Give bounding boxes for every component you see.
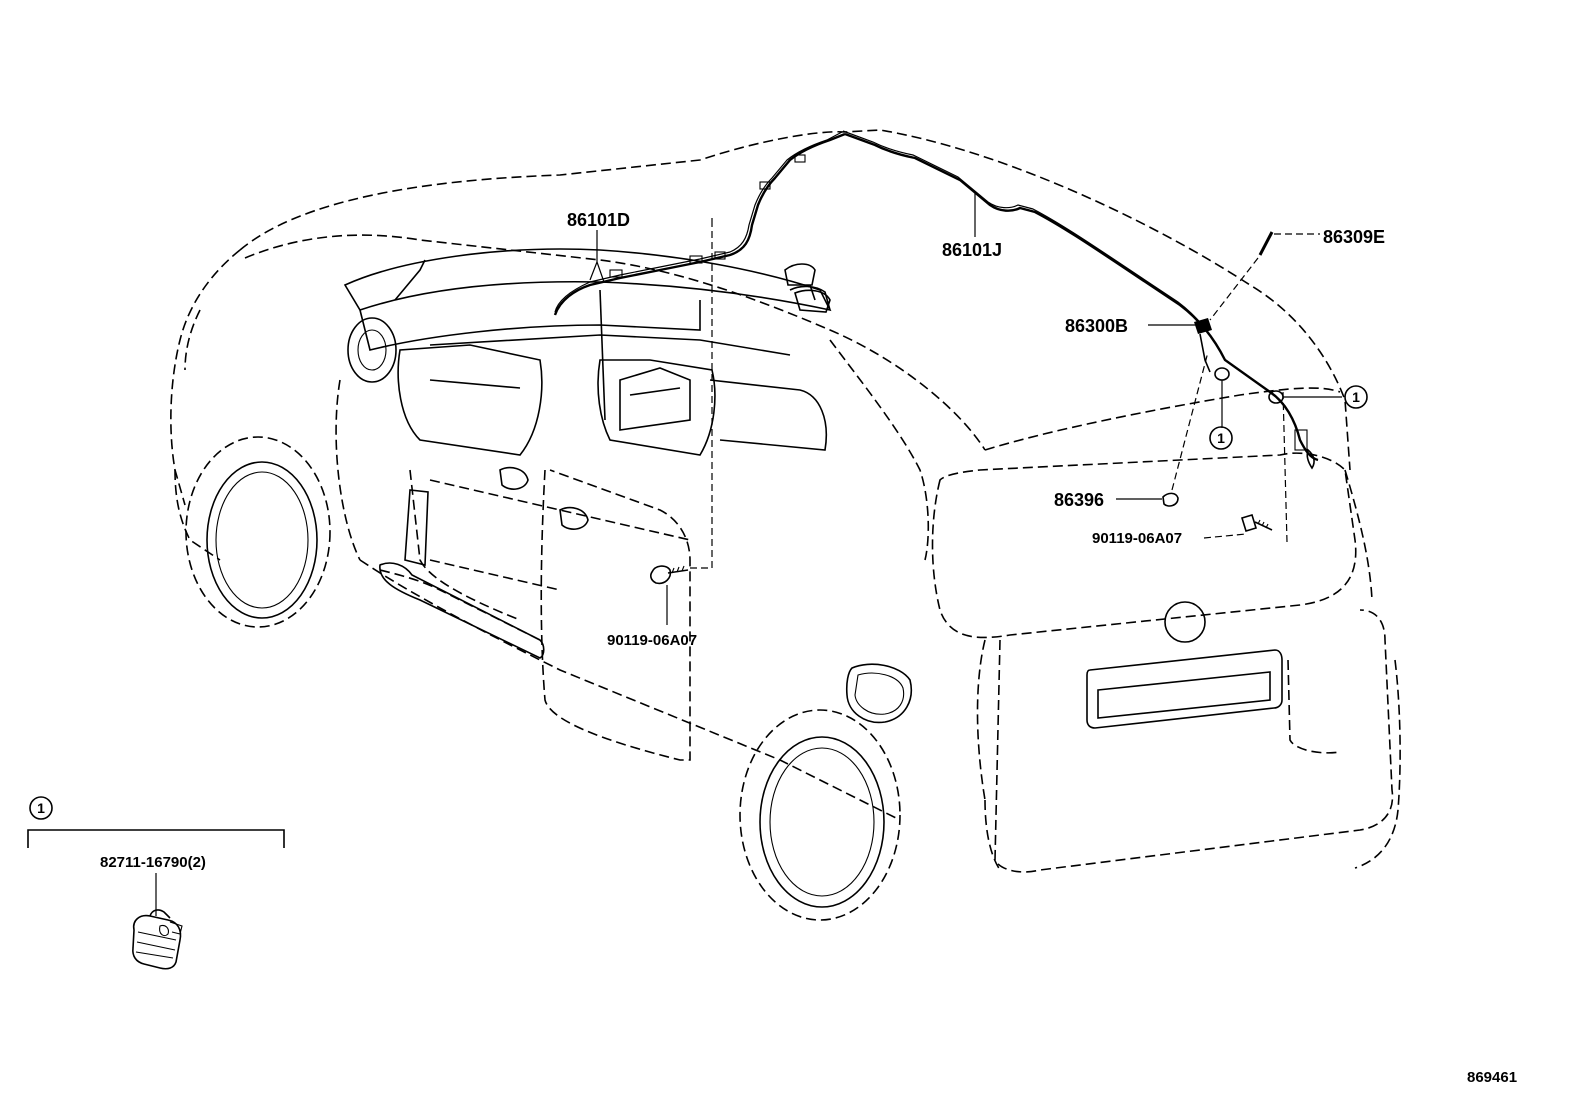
part-labels: 86101D 86101J 86309E 86300B 86396 90119-… — [567, 210, 1385, 649]
bolt-front-90119 — [650, 215, 713, 585]
part-label-86396: 86396 — [1054, 490, 1104, 510]
antenna-cable-86101J — [842, 130, 1319, 470]
diagram-reference-number: 869461 — [1467, 1069, 1517, 1086]
bolt-rear-90119 — [1240, 391, 1288, 543]
vehicle-interior — [343, 248, 832, 567]
callout-circle-1a: 1 — [1209, 426, 1233, 450]
legend: 1 82711-16790(2) — [27, 796, 285, 970]
antenna-mast-86309E — [1209, 231, 1274, 321]
part-label-86101J: 86101J — [942, 240, 1002, 260]
part-label-86300B: 86300B — [1065, 316, 1128, 336]
legend-part-label: 82711-16790(2) — [100, 854, 206, 871]
part-label-90119-front: 90119-06A07 — [607, 632, 697, 649]
callout-circle-1b: 1 — [1344, 385, 1368, 409]
part-label-90119-rear: 90119-06A07 — [1092, 530, 1182, 547]
callout-number: 1 — [1352, 389, 1360, 405]
clamp-86396 — [1162, 351, 1209, 507]
antenna-base-86300B — [1194, 318, 1212, 373]
legend-callout-number: 1 — [37, 800, 45, 816]
part-label-86309E: 86309E — [1323, 227, 1385, 247]
leader-lines — [589, 192, 1342, 625]
vehicle-body-outline — [170, 129, 1401, 921]
part-label-86101D: 86101D — [567, 210, 630, 230]
antenna-cable-86101D — [553, 131, 846, 316]
callout-number: 1 — [1217, 430, 1225, 446]
clip-icon — [132, 909, 183, 970]
